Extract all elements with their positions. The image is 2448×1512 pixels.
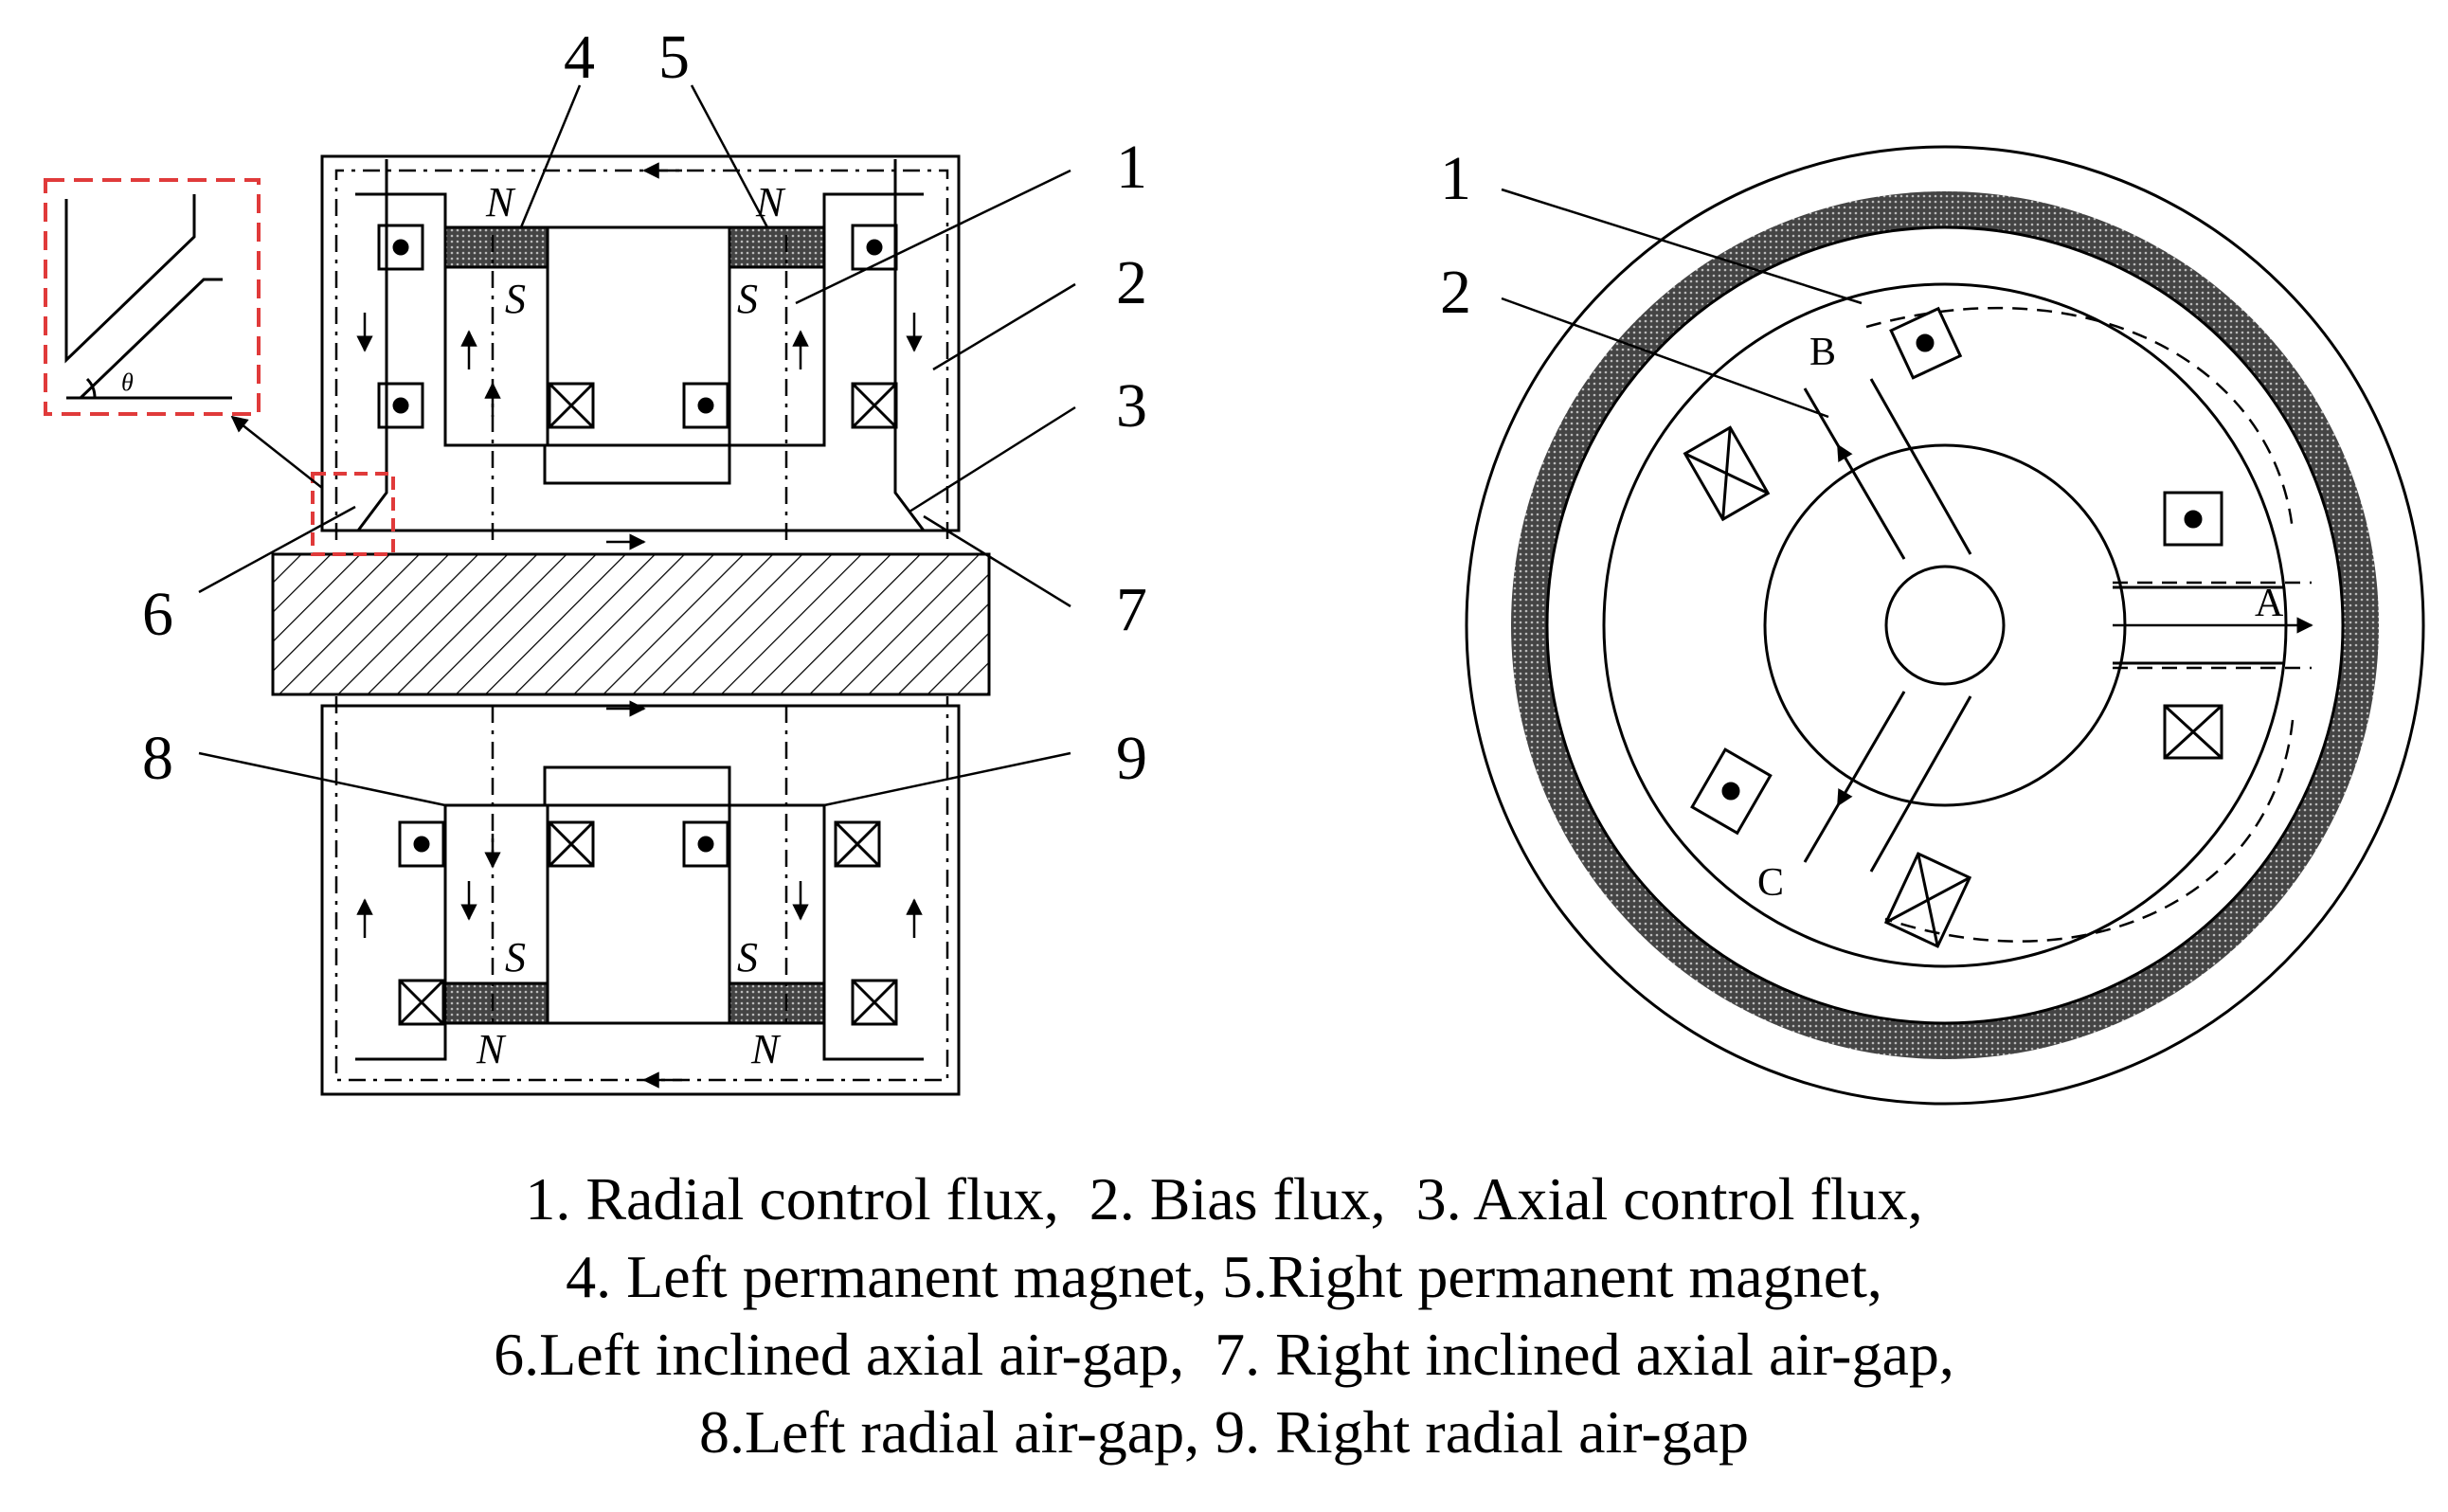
upper-core-left [355, 192, 924, 485]
right-permanent-magnet-bottom [728, 981, 826, 1025]
label-1: 1 [1116, 133, 1147, 202]
inset-box [44, 178, 261, 416]
pole-label-a: A [2255, 582, 2284, 625]
radial-label-1: 1 [1440, 144, 1471, 213]
figure-caption: 1. Radial control flux, 2. Bias flux, 3.… [0, 1161, 2448, 1471]
bearing-schematic: 4 5 1 2 3 6 7 8 9 N N S S S S N N θ [44, 23, 2425, 1106]
label-9: 9 [1116, 724, 1147, 793]
label-7: 7 [1116, 575, 1147, 644]
inset-detail-lines [64, 194, 232, 400]
pole-s-top-right: S [737, 276, 758, 322]
radial-flux-paths [1865, 306, 2312, 943]
inset-angle-arc [85, 377, 97, 399]
pole-s-top-left: S [505, 276, 526, 322]
lower-core [355, 765, 924, 1061]
rotor-shaft [271, 552, 991, 696]
outer-housing [1465, 145, 2425, 1106]
flux-arrows [356, 162, 923, 1089]
pole-label-c: C [1757, 861, 1784, 905]
upper-stator-outer-border [320, 154, 961, 532]
pole-n-top-right: N [755, 179, 786, 225]
stator-yoke-inner [1545, 225, 2345, 1025]
radial-section-view [1465, 145, 2425, 1106]
label-3: 3 [1116, 371, 1147, 441]
lower-center-block [546, 803, 731, 1025]
right-permanent-magnet-top [728, 225, 826, 269]
pole-n-top-left: N [485, 179, 516, 225]
radial-leader-lines [1501, 188, 1863, 419]
radial-coil-symbols [1683, 306, 2223, 948]
lower-stator-outer-border [320, 704, 961, 1096]
inset-pointer-arrow [230, 415, 323, 489]
pole-label-b: B [1809, 331, 1836, 374]
upper-stator-outline [320, 154, 961, 532]
caption-line-1: 1. Radial control flux, 2. Bias flux, 3.… [525, 1165, 1923, 1233]
radial-label-2: 2 [1440, 258, 1471, 327]
label-8: 8 [142, 724, 173, 793]
coil-symbols [377, 224, 898, 1026]
inset-source-box [311, 472, 395, 556]
inset-theta: θ [121, 369, 134, 396]
label-4: 4 [564, 23, 595, 92]
upper-center-block [546, 225, 731, 447]
pole-n-bottom-right: N [750, 1026, 782, 1072]
shaft [1884, 565, 2006, 686]
label-2: 2 [1116, 248, 1147, 317]
pole-n-bottom-left: N [476, 1026, 507, 1072]
caption-line-3: 6.Left inclined axial air-gap, 7. Right … [494, 1321, 1954, 1388]
label-5: 5 [658, 23, 690, 92]
leader-lines [198, 84, 1076, 807]
axial-section-view [44, 84, 1076, 1096]
label-6: 6 [142, 580, 173, 649]
left-permanent-magnet-top [443, 225, 549, 269]
pole-s-bottom-left: S [505, 934, 526, 981]
pole-s-bottom-right: S [737, 934, 758, 981]
caption-line-4: 8.Left radial air-gap, 9. Right radial a… [698, 1398, 1750, 1466]
caption-line-2: 4. Left permanent magnet, 5.Right perman… [566, 1243, 1882, 1310]
radial-flux-arrows [1836, 443, 2313, 807]
left-permanent-magnet-bottom [443, 981, 549, 1025]
